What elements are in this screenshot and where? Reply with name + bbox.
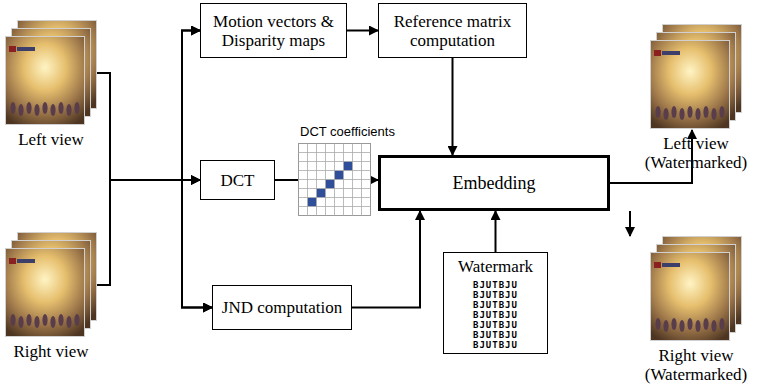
box-label: Motion vectors & Disparity maps bbox=[207, 12, 340, 50]
box-label: Watermark bbox=[458, 257, 533, 276]
connector-arrow bbox=[97, 180, 212, 308]
connector-arrow bbox=[495, 211, 497, 252]
video-view: Left view (Watermarked) bbox=[640, 24, 752, 172]
embedding-box: Embedding bbox=[378, 155, 610, 211]
connector-arrow bbox=[97, 180, 200, 285]
dct-grid bbox=[298, 143, 371, 216]
video-view: Left view bbox=[5, 20, 97, 149]
process-box: Reference matrix computation bbox=[378, 3, 527, 58]
view-label: Left view bbox=[5, 130, 97, 149]
video-frames bbox=[650, 24, 742, 130]
process-box: Motion vectors & Disparity maps bbox=[200, 3, 347, 58]
connector-arrow bbox=[97, 73, 212, 308]
video-frames bbox=[650, 236, 742, 342]
watermark-box: WatermarkBJUTBJU BJUTBJU BJUTBJU BJUTBJU… bbox=[443, 252, 548, 354]
connector-arrow bbox=[347, 30, 378, 32]
box-label: DCT bbox=[221, 171, 255, 190]
connector-arrow bbox=[97, 73, 200, 180]
figure-label: DCT coefficients bbox=[300, 124, 395, 139]
view-label: Left view (Watermarked) bbox=[640, 134, 752, 172]
video-view: Right view bbox=[5, 232, 97, 361]
video-view: Right view (Watermarked) bbox=[640, 236, 752, 384]
box-label: Reference matrix computation bbox=[385, 12, 520, 50]
watermark-pattern: BJUTBJU BJUTBJU BJUTBJU BJUTBJU BJUTBJU … bbox=[466, 280, 526, 350]
connector-arrow bbox=[97, 31, 200, 286]
video-frames bbox=[5, 20, 97, 126]
view-label: Right view bbox=[5, 342, 97, 361]
connector-arrow bbox=[352, 211, 420, 308]
box-label: Embedding bbox=[453, 173, 536, 193]
connector-arrow bbox=[629, 211, 631, 236]
video-frames bbox=[5, 232, 97, 338]
box-label: JND computation bbox=[222, 298, 342, 317]
view-label: Right view (Watermarked) bbox=[640, 346, 752, 384]
connector-arrow bbox=[452, 58, 454, 155]
process-box: DCT bbox=[200, 160, 275, 200]
process-box: JND computation bbox=[212, 285, 352, 330]
connector-arrow bbox=[97, 31, 200, 181]
